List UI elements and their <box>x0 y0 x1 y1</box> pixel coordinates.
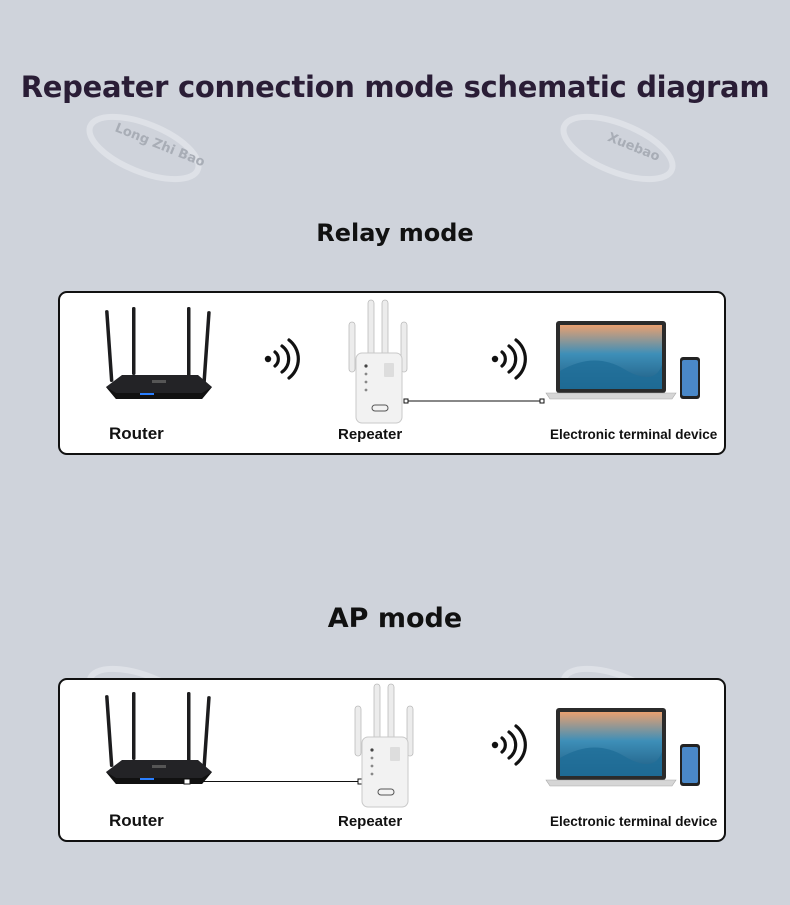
router-label: Router <box>109 424 164 443</box>
diagram-title: Repeater connection mode schematic diagr… <box>20 70 770 104</box>
relay-mode-panel: Router Repeater Electronic terminal devi… <box>58 291 726 455</box>
laptop-phone-image <box>545 708 700 787</box>
connection-cable <box>403 398 545 404</box>
repeater-image <box>354 683 414 808</box>
router-image <box>105 307 212 399</box>
repeater-label: Repeater <box>338 426 403 443</box>
router-label: Router <box>109 811 164 830</box>
watermark-logo <box>560 113 676 183</box>
laptop-phone-image <box>545 321 700 400</box>
wifi-signal-icon <box>491 724 527 766</box>
repeater-image <box>348 299 408 424</box>
ap-mode-panel: Router Repeater Electronic terminal devi… <box>58 678 726 842</box>
wifi-signal-icon <box>264 338 300 380</box>
device-label: Electronic terminal device <box>550 427 718 442</box>
repeater-label: Repeater <box>338 813 403 830</box>
ethernet-cable <box>183 778 365 785</box>
wifi-signal-icon <box>491 338 527 380</box>
ap-mode-heading: AP mode <box>327 603 463 634</box>
watermark-logo <box>86 113 202 183</box>
device-label: Electronic terminal device <box>550 814 718 829</box>
relay-mode-heading: Relay mode <box>316 219 474 247</box>
watermark-right: Xuebao <box>556 108 686 192</box>
watermark-left: Long Zhi Bao <box>82 108 212 192</box>
